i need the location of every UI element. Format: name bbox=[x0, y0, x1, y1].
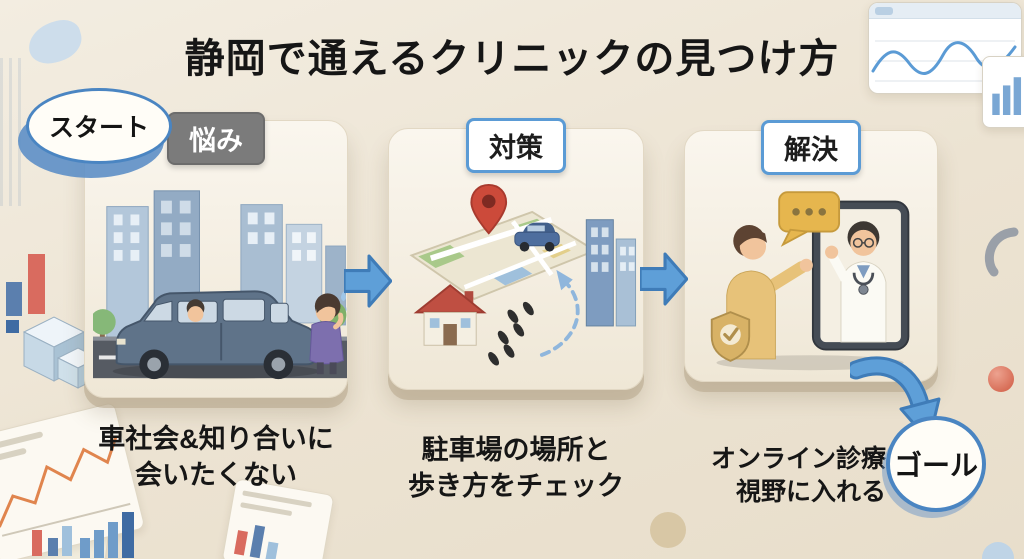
route-arrow bbox=[539, 269, 580, 357]
panel-solve: 解決 オンライン診療も 視野に入れる bbox=[684, 120, 938, 540]
start-badge: スタート bbox=[18, 88, 176, 184]
parked-car-icon bbox=[514, 222, 560, 252]
tan-circle-decoration bbox=[650, 512, 686, 548]
panel-plan: 対策 駐車場の場所と 歩き方をチェック bbox=[388, 118, 644, 538]
shield-check-icon bbox=[710, 311, 751, 362]
panel-solve-label: 解決 bbox=[761, 120, 861, 175]
car-icon bbox=[115, 290, 317, 380]
panel-worry-label: 悩み bbox=[167, 112, 265, 165]
doctor-figure bbox=[825, 221, 887, 343]
panel-plan-label: 対策 bbox=[466, 118, 566, 173]
goal-badge: ゴール bbox=[882, 416, 990, 518]
phone-handset-icon bbox=[984, 227, 1019, 277]
panel-worry-caption: 車社会&知り合いに 会いたくない bbox=[98, 424, 334, 490]
paper-bars-chart bbox=[233, 490, 312, 559]
window-titlebar bbox=[869, 3, 1021, 19]
window-tab bbox=[875, 6, 893, 15]
panel-plan-caption: 駐車場の場所と 歩き方をチェック bbox=[408, 435, 624, 501]
blue-bars-decoration bbox=[80, 512, 134, 558]
paper-chart-decoration bbox=[0, 401, 146, 559]
map-pin-icon bbox=[470, 183, 508, 235]
paper-bars-decoration bbox=[221, 477, 335, 559]
panel-solve-caption: オンライン診療も 視野に入れる bbox=[710, 445, 911, 506]
start-badge-label: スタート bbox=[48, 114, 149, 142]
arrow-right-icon bbox=[344, 254, 392, 308]
bar-chart-card-decoration bbox=[982, 56, 1024, 128]
online-doctor-illustration bbox=[710, 191, 910, 371]
city-buildings bbox=[106, 190, 346, 341]
arrow-right-icon bbox=[640, 252, 688, 306]
page-title: 静岡で通えるクリニックの見つけ方 bbox=[184, 37, 840, 81]
goal-badge-label: ゴール bbox=[893, 450, 978, 481]
car-city-illustration bbox=[93, 190, 347, 380]
orange-line-chart-decoration bbox=[0, 431, 131, 537]
worried-woman-figure bbox=[309, 291, 347, 375]
panel-plan-card bbox=[388, 128, 644, 390]
bar-chart-left-decoration bbox=[6, 254, 45, 333]
sweat-drop-icon bbox=[340, 291, 346, 302]
mini-bars-decoration bbox=[32, 526, 72, 556]
speech-bubble-icon bbox=[778, 191, 841, 247]
bar-chart-decoration bbox=[992, 77, 1022, 115]
house-icon bbox=[413, 284, 487, 346]
map-route-illustration bbox=[409, 183, 637, 366]
office-buildings bbox=[585, 219, 637, 327]
red-ball-decoration bbox=[988, 366, 1014, 392]
blue-circle-decoration bbox=[982, 542, 1014, 559]
footprints-icon bbox=[488, 301, 534, 366]
